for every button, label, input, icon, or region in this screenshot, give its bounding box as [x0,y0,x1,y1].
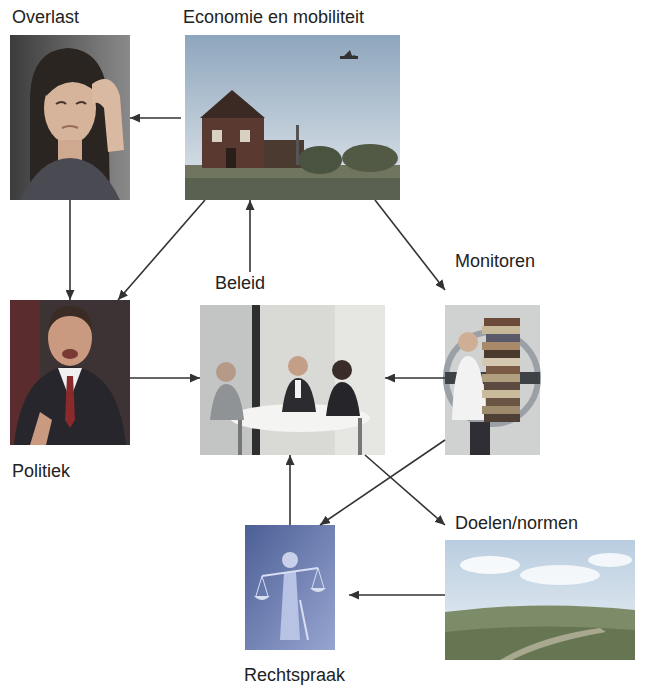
landscape-photo [445,540,635,660]
flow-arrow [365,455,445,525]
photo-node: Monitoren [445,250,540,455]
photo-caption: Rechtspraak [242,664,347,686]
meeting-photo [200,305,385,455]
photo-node: Politiek [10,300,130,482]
photo-caption: Beleid [213,272,267,294]
photo-node: Economie en mobiliteit [181,6,400,200]
photo-caption: Overlast [10,6,81,28]
woman-photo [10,35,130,200]
house-landscape-photo [185,35,400,200]
justice-photo [245,525,335,650]
photo-caption: Doelen/normen [453,512,580,534]
photo-node: Beleid [200,272,385,455]
flow-arrow [385,377,445,379]
flow-arrow [69,200,71,300]
photo-caption: Monitoren [453,250,537,272]
photo-node: Rechtspraak [242,525,349,686]
flow-arrow [320,440,445,525]
photo-node: Doelen/normen [445,512,635,660]
books-photo [445,305,540,455]
flow-arrow [375,200,445,290]
photo-node: Overlast [10,6,130,200]
politician-photo [10,300,130,445]
flow-arrow [249,200,251,272]
flow-arrow [289,455,291,525]
flow-arrow [349,594,445,596]
photo-caption: Economie en mobiliteit [181,6,366,28]
flow-arrow [130,377,200,379]
flow-arrow [130,117,181,119]
photo-caption: Politiek [10,460,72,482]
flow-arrow [118,200,205,300]
